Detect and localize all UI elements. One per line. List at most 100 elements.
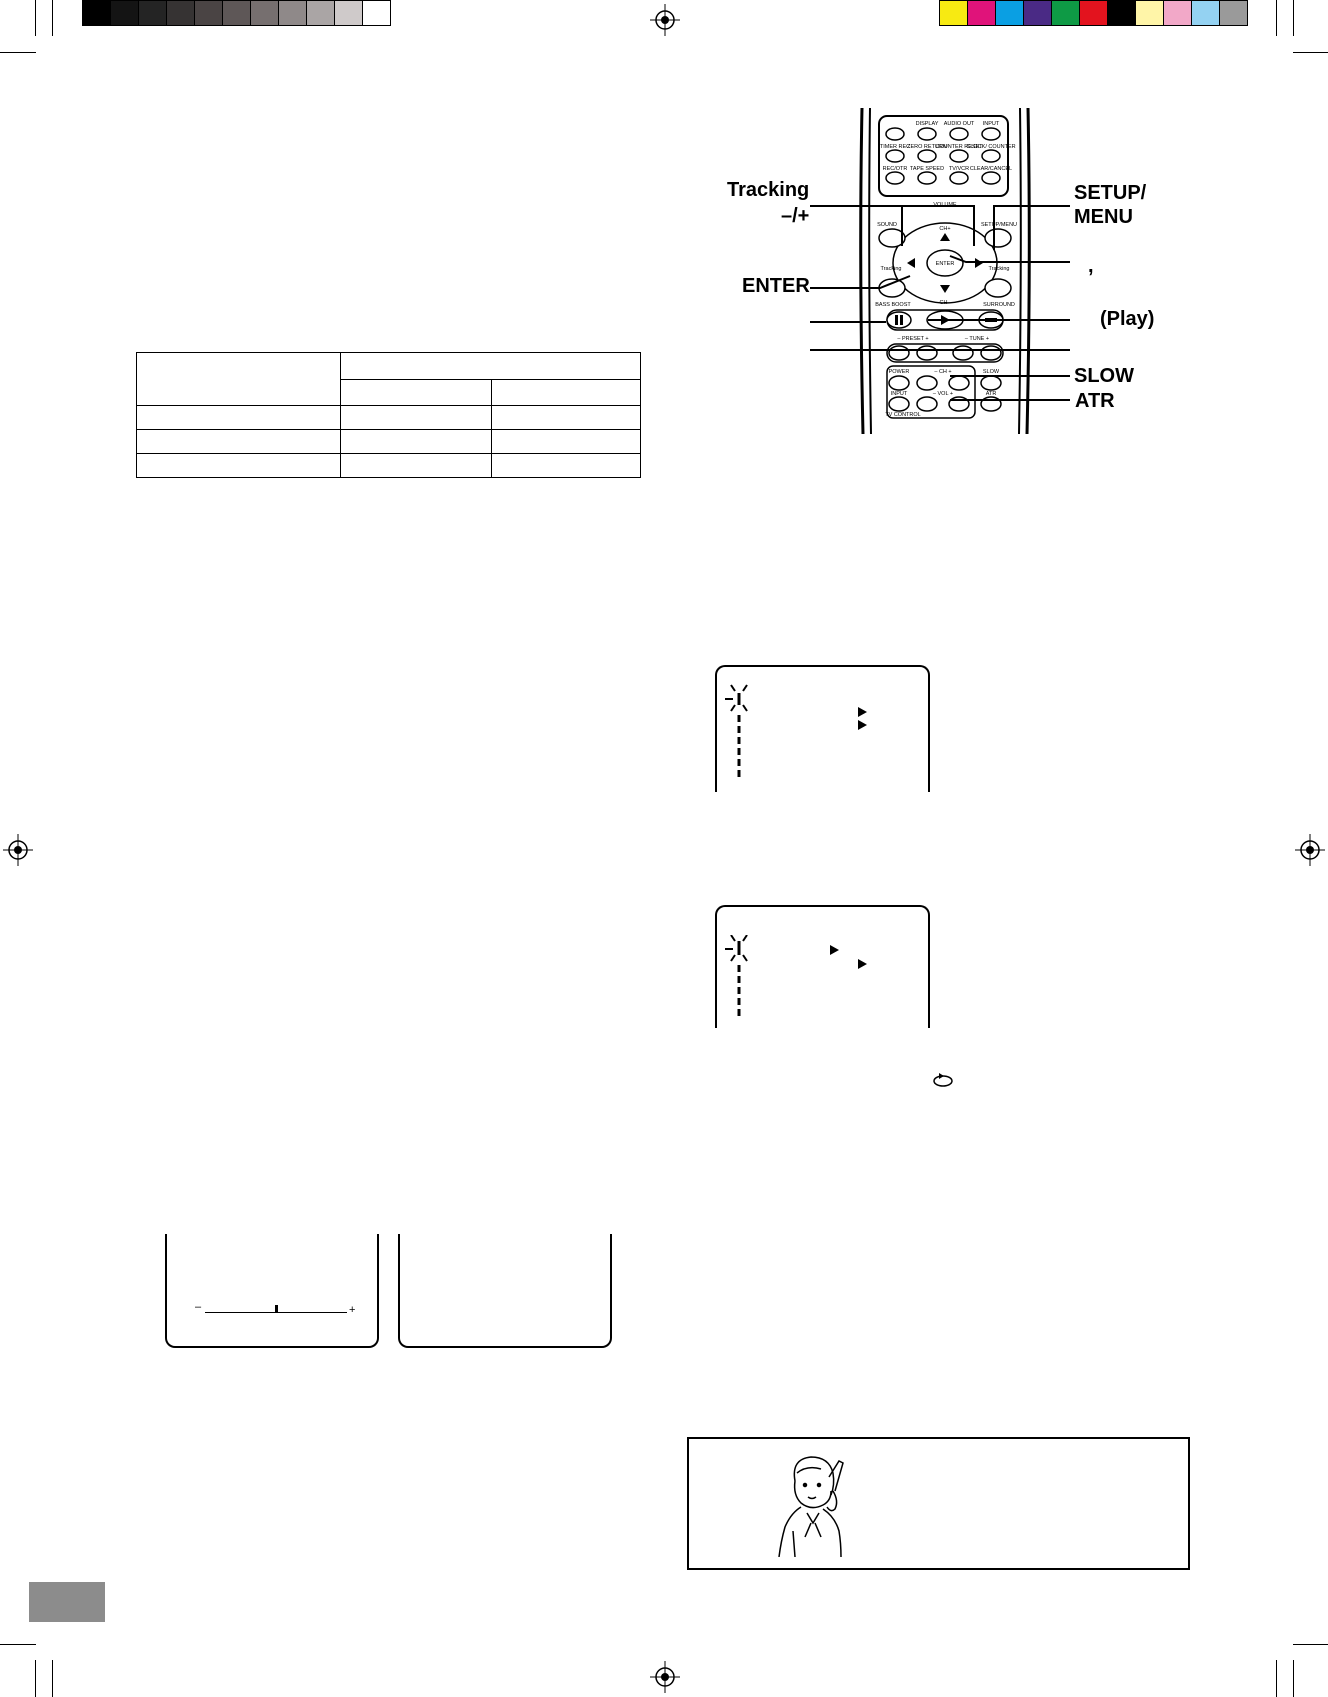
crop-mark <box>1293 0 1294 36</box>
rec-otr-button-label: REC/OTR <box>883 166 908 172</box>
registration-mark-icon <box>3 834 33 866</box>
grayscale-swatch <box>362 0 391 26</box>
table-cell <box>491 429 641 454</box>
registration-mark-icon <box>1295 834 1325 866</box>
tv-control-label: TV CONTROL <box>885 412 920 418</box>
crop-mark <box>1276 1660 1277 1697</box>
crop-mark <box>1276 0 1277 36</box>
table-row <box>136 405 641 430</box>
grayscale-swatch <box>138 0 167 26</box>
power-label: POWER <box>889 369 910 375</box>
table-cell <box>136 429 341 454</box>
remote-control-illustration: DISPLAY AUDIO OUT INPUT TIMER REC ZERO R… <box>859 108 1031 434</box>
grayscale-swatch <box>278 0 307 26</box>
table-cell <box>340 453 492 478</box>
crop-mark <box>0 1644 36 1645</box>
grayscale-swatch <box>82 0 111 26</box>
tv-ch-label: – CH + <box>934 369 951 375</box>
table-cell <box>136 405 341 430</box>
blinking-cursor-icon <box>725 684 748 779</box>
table-row <box>136 429 641 454</box>
crop-mark <box>35 0 36 36</box>
color-swatch <box>967 0 996 26</box>
submenu-arrow-icon <box>858 707 867 717</box>
grayscale-swatch <box>222 0 251 26</box>
grayscale-swatch <box>334 0 363 26</box>
color-swatch <box>995 0 1024 26</box>
table-cell <box>340 429 492 454</box>
setup-menu-label-line1: SETUP/ <box>1074 182 1147 204</box>
tv-vcr-button-label: TV/VCR <box>949 166 969 172</box>
tracking-adjust-screen: – + <box>165 1234 379 1348</box>
crop-mark <box>1293 52 1328 53</box>
table-cell <box>340 352 641 380</box>
setup-menu-label-line2: MENU <box>1074 206 1133 228</box>
sound-button-label: SOUND <box>877 222 897 228</box>
comma-label: , <box>1088 255 1094 277</box>
input-button-label: INPUT <box>983 121 1000 127</box>
setup-menu-button-label: SETUP/MENU <box>981 222 1017 228</box>
clear-cancel-button-label: CLEAR/CANCEL <box>970 166 1012 172</box>
table-cell <box>491 453 641 478</box>
crop-mark <box>0 52 36 53</box>
table-cell <box>136 352 341 406</box>
onscreen-menu-screen-1 <box>715 665 930 792</box>
table-cell <box>491 405 641 430</box>
submenu-arrow-icon <box>858 959 867 969</box>
tracking-sign-label: –/+ <box>781 205 810 227</box>
table-row <box>136 352 641 406</box>
crop-mark <box>1293 1644 1328 1645</box>
table-cell <box>136 453 341 478</box>
submenu-arrow-icon <box>858 720 867 730</box>
grayscale-swatch <box>110 0 139 26</box>
color-calibration-bar <box>939 0 1248 26</box>
table-cell <box>340 405 492 430</box>
crop-mark <box>52 0 53 36</box>
table-cell <box>491 378 641 406</box>
atr-label: ATR <box>1075 390 1115 412</box>
tv-input-label: INPUT <box>891 391 908 397</box>
counter-reset-button-label: COUNTER RESET <box>935 144 983 150</box>
color-swatch <box>1219 0 1248 26</box>
play-label: (Play) <box>1100 308 1155 330</box>
customer-service-note-box <box>687 1437 1190 1570</box>
tracking-plus-label: Tracking <box>989 266 1010 272</box>
ch-minus-label: CH– <box>939 300 951 306</box>
registration-mark-icon <box>650 1661 680 1693</box>
page-number-tab <box>29 1582 105 1622</box>
repeat-icon <box>933 1073 953 1087</box>
preset-label: – PRESET + <box>897 336 928 342</box>
tracking-level-marker <box>275 1305 278 1313</box>
enter-button-label: ENTER <box>936 261 955 267</box>
ch-plus-label: CH+ <box>939 226 950 232</box>
tape-speed-button-label: TAPE SPEED <box>910 166 944 172</box>
tracking-plus-sign: + <box>349 1304 356 1316</box>
color-swatch <box>1051 0 1080 26</box>
tracking-blank-screen <box>398 1234 612 1348</box>
tracking-minus-sign: – <box>195 1301 202 1313</box>
crop-mark <box>35 1660 36 1697</box>
grayscale-swatch <box>250 0 279 26</box>
clock-counter-button-label: CLOCK/ COUNTER <box>966 144 1015 150</box>
tracking-minus-label: Tracking <box>881 266 902 272</box>
woman-on-phone-illustration <box>778 1456 844 1557</box>
grayscale-swatch <box>166 0 195 26</box>
color-swatch <box>1107 0 1136 26</box>
enter-label: ENTER <box>742 275 810 297</box>
blinking-cursor-icon <box>725 935 748 1019</box>
timer-rec-button-label: TIMER REC <box>880 144 910 150</box>
color-swatch <box>939 0 968 26</box>
tune-label: – TUNE + <box>965 336 989 342</box>
grayscale-swatch <box>194 0 223 26</box>
crop-mark <box>1293 1660 1294 1697</box>
crop-mark <box>52 1660 53 1697</box>
specification-table <box>136 352 641 478</box>
tv-vol-label: – VOL + <box>933 391 953 397</box>
grayscale-swatch <box>306 0 335 26</box>
zero-return-button-label: ZERO RETURN <box>907 144 947 150</box>
submenu-arrow-icon <box>830 945 839 955</box>
slow-button-label: SLOW <box>983 369 1000 375</box>
color-swatch <box>1135 0 1164 26</box>
registration-mark-icon <box>650 4 680 36</box>
color-swatch <box>1079 0 1108 26</box>
